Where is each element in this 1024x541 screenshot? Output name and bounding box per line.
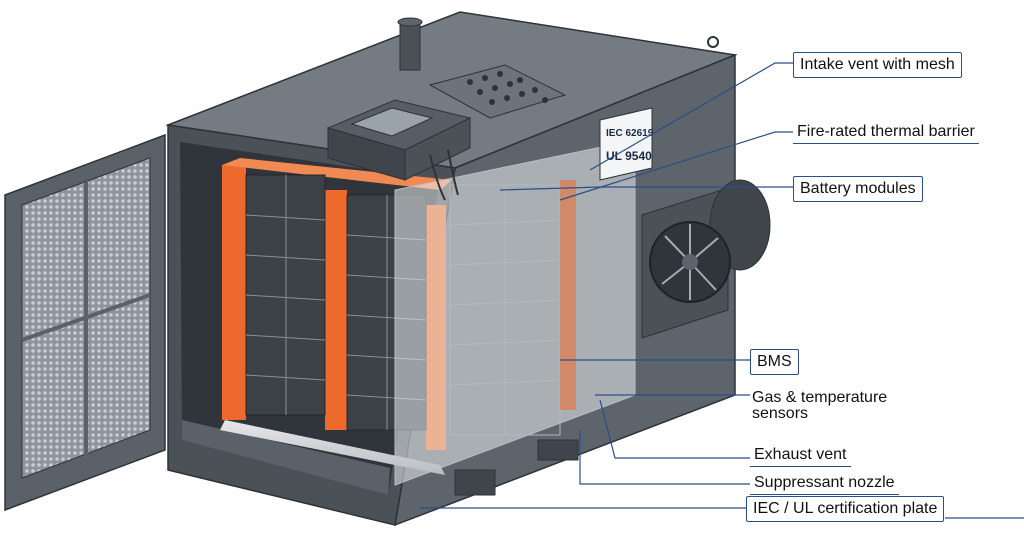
label-bms: BMS — [750, 349, 799, 375]
cabinet-floor — [182, 420, 390, 495]
leader-nozzle — [579, 430, 750, 485]
rack-shelf — [220, 420, 445, 475]
top-stack — [399, 21, 421, 71]
certification-plate — [599, 107, 653, 181]
battery-modules-block-left — [245, 174, 326, 416]
plate-line-1: IEC 62619 — [606, 128, 654, 139]
label-suppressant-nozzle: Suppressant nozzle — [750, 474, 899, 495]
plate-line-2: UL 9540 — [606, 149, 652, 163]
label-intake-vent: Intake vent with mesh — [793, 52, 962, 78]
leader-intake — [589, 62, 793, 171]
leader-modules — [499, 186, 793, 191]
ghost-barrier — [560, 180, 576, 410]
thermal-barrier-left — [222, 165, 246, 420]
leader-thermal — [559, 131, 793, 201]
thermal-barrier-mid — [325, 190, 347, 430]
label-gas-sensors-line-1: Gas & temperature — [752, 389, 888, 406]
bottom-vent-slot — [454, 469, 496, 496]
label-thermal-barrier: Fire-rated thermal barrier — [793, 123, 979, 144]
bms-display — [350, 107, 434, 137]
terminal-block — [428, 64, 567, 119]
leader-lines — [420, 62, 1024, 519]
label-exhaust-vent: Exhaust vent — [750, 446, 851, 467]
leader-exhaust — [599, 399, 750, 459]
lifting-eye — [707, 36, 719, 48]
thermal-barrier-top — [222, 158, 452, 190]
label-battery-modules: Battery modules — [793, 176, 923, 202]
label-gas-sensors-line-2: sensors — [752, 405, 809, 422]
label-certification-plate: IEC / UL certification plate — [746, 496, 945, 522]
